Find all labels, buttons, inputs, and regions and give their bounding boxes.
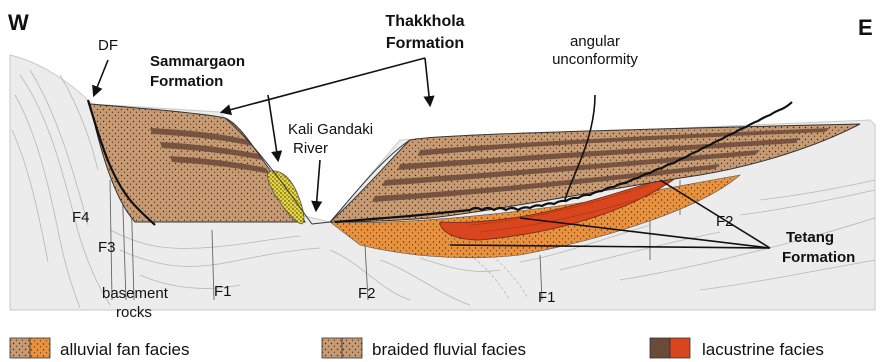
label-f3: F3 xyxy=(98,239,116,256)
label-angular-1: angular xyxy=(570,33,620,50)
label-basement-1: basement xyxy=(102,285,169,302)
legend-label-alluvial: alluvial fan facies xyxy=(60,340,189,359)
legend-swatch-alluvial-tan xyxy=(10,338,30,358)
legend-item-alluvial-fan: alluvial fan facies xyxy=(10,338,189,359)
label-f2-right: F2 xyxy=(716,213,734,230)
label-basement-2: rocks xyxy=(116,304,152,321)
legend-swatch-lacustrine-red xyxy=(670,338,690,358)
label-f4: F4 xyxy=(72,209,90,226)
legend-item-lacustrine: lacustrine facies xyxy=(650,338,824,359)
label-thakkhola-2: Formation xyxy=(386,35,464,52)
label-f1-left: F1 xyxy=(214,283,232,300)
label-kali-gandaki-2: River xyxy=(293,140,328,157)
direction-west: W xyxy=(8,10,29,35)
legend-swatch-braided-tan xyxy=(322,338,342,358)
label-f2-center: F2 xyxy=(358,285,376,302)
label-sammargaon-2: Formation xyxy=(150,73,223,90)
legend-label-lacustrine: lacustrine facies xyxy=(702,340,824,359)
label-tetang-2: Formation xyxy=(782,249,855,266)
legend: alluvial fan facies braided fluvial faci… xyxy=(10,338,824,359)
direction-east: E xyxy=(858,15,873,40)
label-sammargaon-1: Sammargaon xyxy=(150,53,245,70)
legend-swatch-lacustrine-brown xyxy=(650,338,670,358)
label-tetang-1: Tetang xyxy=(786,229,834,246)
label-angular-2: unconformity xyxy=(552,51,638,68)
label-kali-gandaki-1: Kali Gandaki xyxy=(288,121,373,138)
legend-item-braided-fluvial: braided fluvial facies xyxy=(322,338,526,359)
label-f1-right: F1 xyxy=(538,289,556,306)
legend-swatch-alluvial-orange xyxy=(30,338,50,358)
label-thakkhola-1: Thakkhola xyxy=(385,13,464,30)
legend-swatch-braided-tan-2 xyxy=(342,338,362,358)
label-df: DF xyxy=(98,37,118,54)
legend-label-braided: braided fluvial facies xyxy=(372,340,526,359)
